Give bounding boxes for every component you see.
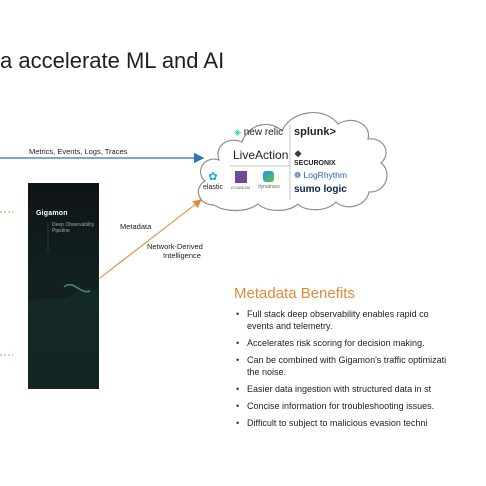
gigamon-logo: Gigamon	[36, 210, 68, 217]
elastic-logo: ✿ elastic	[203, 171, 223, 192]
metadata-arrow	[99, 199, 202, 279]
benefit-item: Full stack deep observability enables ra…	[236, 308, 486, 332]
exabeam-icon	[234, 171, 247, 183]
benefit-item: Accelerates risk scoring for decision ma…	[236, 337, 486, 349]
dynatrace-logo: dynatrace	[258, 171, 280, 190]
benefit-item: Concise information for troubleshooting …	[236, 400, 486, 412]
new-relic-logo: ◈ new relic	[234, 127, 284, 138]
dynatrace-icon	[263, 171, 275, 182]
splunk-logo: splunk>	[294, 126, 336, 138]
cloud-outline	[197, 111, 388, 212]
securonix-logo: ❖ SECURONIX	[294, 149, 336, 167]
logrhythm-icon: ❁	[294, 170, 302, 180]
benefit-item: Can be combined with Gigamon's traffic o…	[236, 354, 486, 378]
slide-title: a accelerate ML and AI	[0, 48, 225, 73]
elastic-icon: ✿	[208, 171, 218, 183]
liveaction-logo: LiveAction	[233, 148, 289, 162]
metadata-benefits-title: Metadata Benefits	[234, 285, 355, 302]
exabeam-logo: EXABEAM	[231, 171, 250, 191]
benefits-list: Full stack deep observability enables ra…	[236, 308, 486, 434]
logrhythm-logo: ❁ LogRhythm	[294, 170, 347, 180]
metrics-events-label: Metrics, Events, Logs, Traces	[29, 147, 128, 156]
panel-wave-graphic	[28, 223, 99, 389]
intelligence-label: Intelligence	[163, 251, 201, 260]
benefit-item: Easier data ingestion with structured da…	[236, 383, 486, 395]
securonix-icon: ❖	[294, 149, 303, 159]
new-relic-icon: ◈	[234, 127, 241, 137]
panel-subtitle: Deep Observability Pipeline	[52, 222, 95, 235]
gigamon-pipeline-panel: Gigamon Deep Observability Pipeline	[28, 183, 99, 389]
benefit-item: Difficult to subject to malicious evasio…	[236, 417, 486, 429]
metadata-label: Metadata	[120, 222, 152, 231]
sumo-logic-logo: sumo logic	[294, 184, 347, 195]
network-derived-label: Network-Derived	[147, 242, 203, 251]
